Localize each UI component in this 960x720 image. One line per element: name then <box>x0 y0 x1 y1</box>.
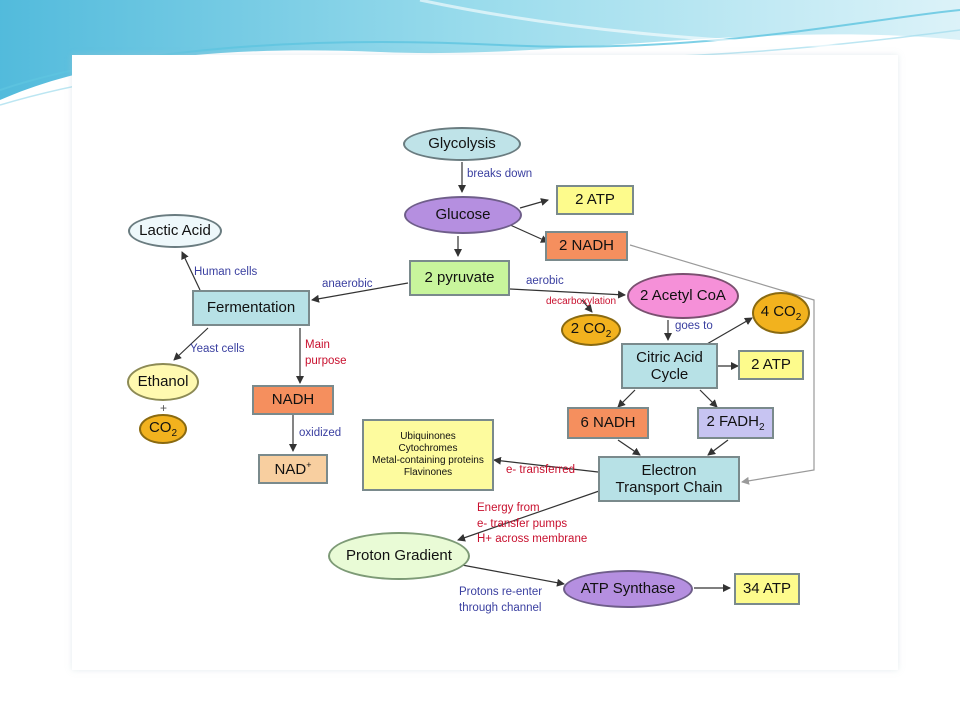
atp-synthase-label: ATP Synthase <box>580 580 676 598</box>
fermentation-label: Fermentation <box>206 299 296 317</box>
human-cells-label: Human cells <box>194 266 258 278</box>
atp-synthase-node: ATP Synthase <box>563 570 693 608</box>
arrow-fadh-etc <box>707 439 729 456</box>
etc-line1-label: Electron <box>641 461 697 479</box>
aerobic-label: aerobic <box>526 275 564 287</box>
co2-ethanol-label: CO2 <box>148 418 178 439</box>
arrow-pyruvate-acetyl <box>509 288 626 299</box>
glucose-label: Glucose <box>435 206 491 224</box>
proton-gradient-node: Proton Gradient <box>328 532 470 580</box>
glycolysis-node: Glycolysis <box>403 127 521 161</box>
carrier-item: Ubiquinones <box>400 431 456 442</box>
arrow-fermentation-lactic <box>181 251 201 291</box>
goes-to-label: goes to <box>675 320 713 332</box>
arrow-etc-proton <box>457 489 603 542</box>
glucose-node: Glucose <box>404 196 522 234</box>
arrow-6nadh-etc <box>617 439 641 456</box>
etc-line2-label: Transport Chain <box>615 479 723 496</box>
cycle-label: Cycle <box>650 366 689 383</box>
anaerobic-label: anaerobic <box>322 278 373 290</box>
lactic-acid-node: Lactic Acid <box>128 214 222 248</box>
co2-4-node: 4 CO2 <box>752 292 810 334</box>
citric-acid-label: Citric Acid <box>636 348 703 366</box>
decarboxylation-label: decarboxylation <box>546 296 617 307</box>
arrow-acetyl-co2 <box>581 299 593 313</box>
nadh-2-node: 2 NADH <box>545 231 628 261</box>
atp-2-top-label: 2 ATP <box>575 191 615 209</box>
atp-34-node: 34 ATP <box>734 573 800 605</box>
plus-sign: + <box>160 401 168 415</box>
nad-plus-node: NAD+ <box>258 454 328 484</box>
yeast-cells-label: Yeast cells <box>190 343 245 355</box>
arrow-citric-fadh <box>699 389 718 408</box>
nadh-fermentation-node: NADH <box>252 385 334 415</box>
nadh-6-label: 6 NADH <box>580 414 636 432</box>
atp-2-mid-label: 2 ATP <box>751 356 791 374</box>
acetyl-coa-label: 2 Acetyl CoA <box>640 287 726 305</box>
co2-ethanol-node: CO2 <box>139 414 187 444</box>
arrow-fermentation-ethanol <box>173 327 209 361</box>
e-transferred-label: e- transferred <box>506 464 576 476</box>
arrow-pyruvate-fermentation <box>311 282 409 303</box>
lactic-acid-label: Lactic Acid <box>139 222 211 240</box>
arrow-glucose-nadh <box>507 223 549 243</box>
co2-4-label: 4 CO2 <box>760 302 802 323</box>
pyruvate-node: 2 pyruvate <box>409 260 510 296</box>
fadh2-label: 2 FADH2 <box>706 412 765 433</box>
nadh-fermentation-label: NADH <box>271 391 315 409</box>
acetyl-coa-node: 2 Acetyl CoA <box>627 273 739 319</box>
atp-2-top-node: 2 ATP <box>556 185 634 215</box>
pyruvate-label: 2 pyruvate <box>424 269 495 287</box>
electron-carriers-node: Ubiquinones Cytochromes Metal-containing… <box>362 419 494 491</box>
arrow-citric-6nadh <box>617 389 636 408</box>
carrier-item: Cytochromes <box>398 443 458 454</box>
fermentation-node: Fermentation <box>192 290 310 326</box>
ethanol-label: Ethanol <box>137 373 189 391</box>
carrier-item: Flavinones <box>403 467 453 478</box>
arrow-nadh-bypass <box>629 244 815 485</box>
proton-gradient-label: Proton Gradient <box>346 547 452 565</box>
breaks-down-label: breaks down <box>467 168 533 180</box>
oxidized-label: oxidized <box>299 427 342 439</box>
carrier-item: Metal-containing proteins <box>372 455 484 466</box>
arrow-glucose-atp <box>519 198 549 209</box>
arrow-etc-carriers <box>493 456 599 473</box>
arrow-proton-synthase <box>461 564 565 587</box>
nadh-6-node: 6 NADH <box>567 407 649 439</box>
glycolysis-label: Glycolysis <box>428 135 496 153</box>
ethanol-node: Ethanol <box>127 363 199 401</box>
fadh2-node: 2 FADH2 <box>697 407 774 439</box>
co2-2-node: 2 CO2 <box>561 314 621 346</box>
atp-34-label: 34 ATP <box>742 580 792 598</box>
co2-2-label: 2 CO2 <box>570 319 612 340</box>
atp-2-mid-node: 2 ATP <box>738 350 804 380</box>
nadh-2-label: 2 NADH <box>558 237 614 255</box>
nad-plus-label: NAD+ <box>274 459 312 478</box>
